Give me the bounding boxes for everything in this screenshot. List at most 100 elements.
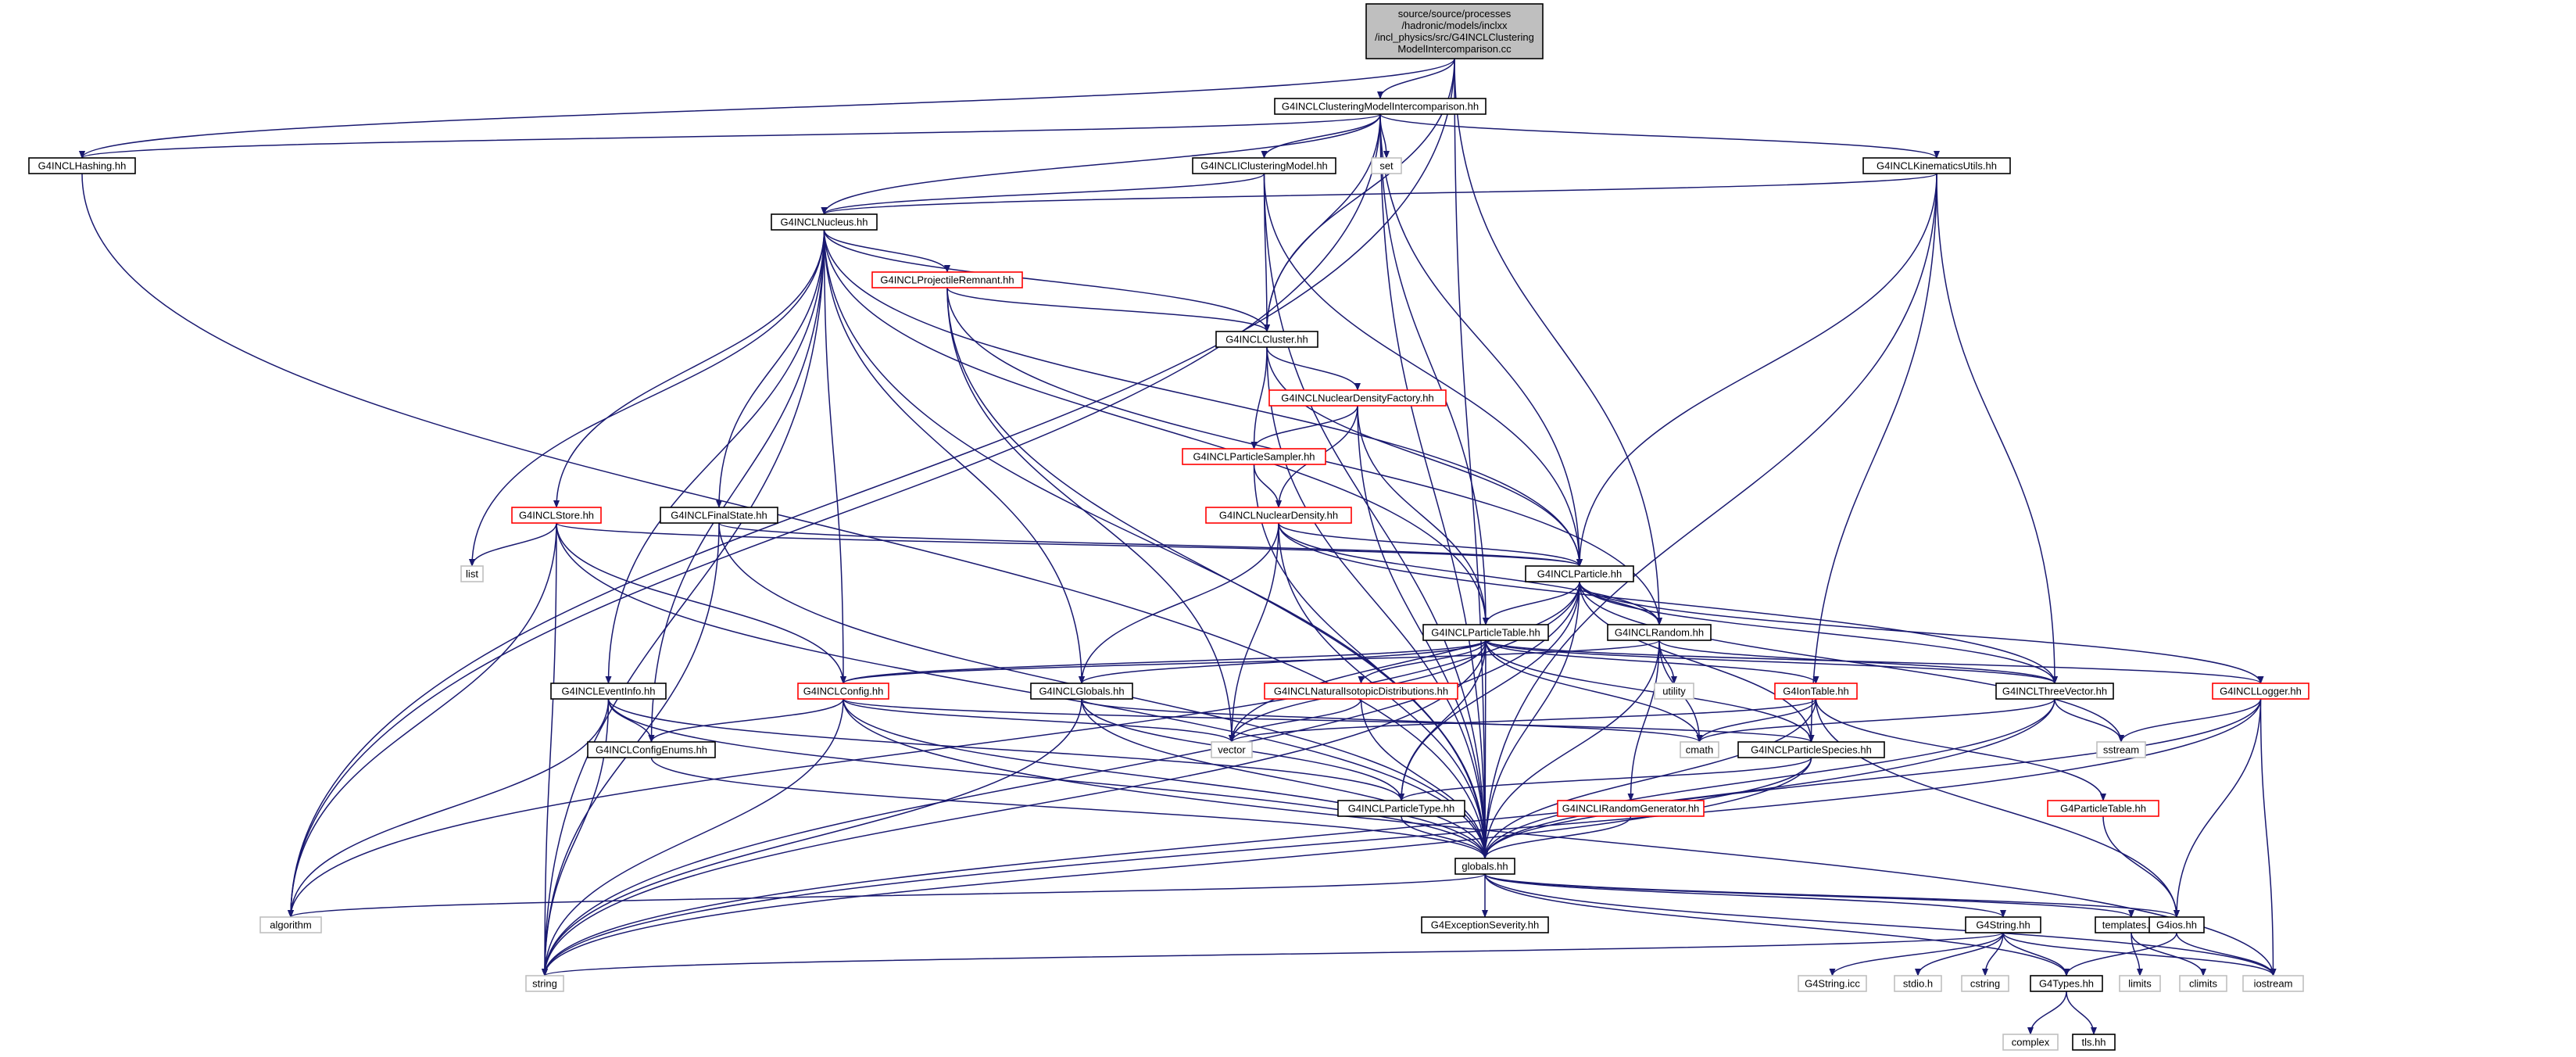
edge-root-to-g4incl_clustering_model_intercomparison — [1377, 58, 1455, 99]
edge-g4incl_globals-to-cmath — [1081, 698, 1703, 743]
node-g4exception_severity[interactable]: G4ExceptionSeverity.hh — [1421, 916, 1549, 933]
node-root[interactable]: source/source/processes/hadronic/models/… — [1365, 3, 1544, 59]
node-g4incl_final_state[interactable]: G4INCLFinalState.hh — [660, 507, 778, 524]
node-box-stdio — [1894, 975, 1942, 992]
node-g4incl_cluster[interactable]: G4INCLCluster.hh — [1215, 331, 1318, 348]
node-label-complex-0: complex — [2012, 1037, 2050, 1048]
node-g4incl_natural_isotopic_distributions[interactable]: G4INCLNaturalIsotopicDistributions.hh — [1264, 683, 1458, 700]
node-g4ios[interactable]: G4ios.hh — [2148, 916, 2205, 933]
edge-g4incl_config-to-g4incl_particle_species — [843, 698, 1815, 743]
edge-g4incl_config-to-string — [542, 698, 844, 976]
edge-g4ios-to-iostream — [2176, 932, 2277, 976]
node-g4particle_table[interactable]: G4ParticleTable.hh — [2047, 800, 2159, 817]
edge-g4incl_event_info-to-algorithm — [288, 698, 610, 918]
node-g4incl_three_vector[interactable]: G4INCLThreeVector.hh — [1995, 683, 2114, 700]
edge-g4incl_clustering_model_intercomparison-to-g4incl_nucleus — [821, 113, 1381, 215]
edge-globals-to-algorithm — [288, 873, 1486, 918]
node-g4types[interactable]: G4Types.hh — [2030, 975, 2103, 992]
node-g4incl_nuclear_density[interactable]: G4INCLNuclearDensity.hh — [1205, 507, 1352, 524]
node-box-g4incl_event_info — [550, 683, 667, 700]
node-string: string — [525, 975, 564, 992]
node-g4incl_hashing[interactable]: G4INCLHashing.hh — [28, 157, 136, 174]
node-box-g4ios — [2148, 916, 2205, 933]
edge-g4incl_three_vector-to-globals — [1482, 698, 2055, 859]
node-limits: limits — [2119, 975, 2161, 992]
node-label-g4incl_particle_type-0: G4INCLParticleType.hh — [1348, 803, 1455, 815]
node-label-g4incl_nuclear_density-0: G4INCLNuclearDensity.hh — [1219, 510, 1338, 521]
edge-g4incl_particle_table-to-g4incl_three_vector — [1485, 640, 2058, 684]
node-algorithm: algorithm — [259, 916, 322, 933]
node-g4string[interactable]: G4String.hh — [1965, 916, 2041, 933]
node-g4incl_irandom_generator[interactable]: G4INCLIRandomGenerator.hh — [1557, 800, 1705, 817]
node-globals[interactable]: globals.hh — [1454, 858, 1515, 875]
edge-root-to-g4incl_hashing — [79, 58, 1455, 159]
edge-g4incl_config-to-vector — [843, 698, 1235, 743]
node-box-g4incl_particle_type — [1337, 800, 1465, 817]
edge-g4incl_kinematics_utils-to-g4incl_particle_species — [1808, 173, 1937, 743]
edge-g4incl_nuclear_density_factory-to-g4incl_particle_sampler — [1250, 405, 1358, 450]
edge-g4incl_particle-to-string — [542, 581, 1580, 976]
node-g4incl_store[interactable]: G4INCLStore.hh — [511, 507, 602, 524]
node-label-g4incl_logger-0: G4INCLLogger.hh — [2220, 686, 2302, 697]
node-label-g4incl_irandom_generator-0: G4INCLIRandomGenerator.hh — [1562, 803, 1700, 815]
edge-g4incl_natural_isotopic_distributions-to-vector — [1229, 698, 1362, 743]
node-g4incl_kinematics_utils[interactable]: G4INCLKinematicsUtils.hh — [1862, 157, 2011, 174]
node-g4incl_random[interactable]: G4INCLRandom.hh — [1607, 624, 1712, 641]
node-g4incl_projectile_remnant[interactable]: G4INCLProjectileRemnant.hh — [871, 271, 1023, 288]
node-box-g4exception_severity — [1421, 916, 1549, 933]
edge-g4types-to-tls — [2066, 991, 2097, 1035]
node-label-stdio-0: stdio.h — [1903, 978, 1933, 990]
edge-g4incl_particle-to-g4incl_particle_species — [1579, 581, 1815, 743]
node-g4ion_table[interactable]: G4IonTable.hh — [1774, 683, 1858, 700]
edge-g4incl_particle_sampler-to-globals — [1253, 464, 1488, 859]
node-g4incl_event_info[interactable]: G4INCLEventInfo.hh — [550, 683, 667, 700]
edge-g4incl_nuclear_density_factory-to-g4incl_particle_table — [1357, 405, 1489, 625]
edge-g4incl_store-to-list — [469, 522, 557, 567]
edge-g4incl_nucleus-to-g4incl_projectile_remnant — [823, 229, 950, 273]
edge-g4incl_nucleus-to-g4incl_store — [553, 229, 825, 508]
node-box-g4particle_table — [2047, 800, 2159, 817]
node-layer: source/source/processes/hadronic/models/… — [28, 3, 2309, 1051]
node-label-g4incl_final_state-0: G4INCLFinalState.hh — [671, 510, 767, 521]
edge-g4string-to-string — [542, 932, 2004, 976]
edge-g4incl_projectile_remnant-to-g4incl_cluster — [946, 287, 1270, 332]
node-label-climits-0: climits — [2189, 978, 2218, 990]
node-label-cstring-0: cstring — [1970, 978, 2000, 990]
node-g4incl_config[interactable]: G4INCLConfig.hh — [797, 683, 889, 700]
node-g4incl_iclustering_model[interactable]: G4INCLIClusteringModel.hh — [1192, 157, 1336, 174]
node-box-limits — [2119, 975, 2161, 992]
node-label-g4incl_nuclear_density_factory-0: G4INCLNuclearDensityFactory.hh — [1281, 392, 1434, 404]
node-tls[interactable]: tls.hh — [2072, 1034, 2116, 1051]
node-g4incl_nucleus[interactable]: G4INCLNucleus.hh — [771, 213, 878, 231]
node-box-g4incl_clustering_model_intercomparison — [1274, 98, 1487, 115]
node-box-sstream — [2096, 741, 2146, 758]
edge-g4incl_nuclear_density_factory-to-globals — [1357, 405, 1488, 859]
node-g4incl_particle_table[interactable]: G4INCLParticleTable.hh — [1422, 624, 1549, 641]
edge-g4incl_nucleus-to-g4incl_cluster — [823, 229, 1270, 332]
edge-g4incl_particle_species-to-g4incl_particle_type — [1398, 757, 1812, 801]
node-label-string-0: string — [532, 978, 557, 990]
edge-g4incl_logger-to-globals — [1482, 698, 2262, 859]
node-g4incl_logger[interactable]: G4INCLLogger.hh — [2212, 683, 2309, 700]
node-label-root-0: source/source/processes — [1398, 8, 1512, 20]
node-label-g4incl_event_info-0: G4INCLEventInfo.hh — [562, 686, 656, 697]
edge-g4incl_kinematics_utils-to-g4incl_three_vector — [1936, 173, 2058, 684]
node-g4incl_globals[interactable]: G4INCLGlobals.hh — [1030, 683, 1133, 700]
node-g4incl_particle_type[interactable]: G4INCLParticleType.hh — [1337, 800, 1465, 817]
node-box-g4incl_iclustering_model — [1192, 157, 1336, 174]
edge-g4incl_kinematics_utils-to-g4incl_nucleus — [821, 173, 1937, 215]
edge-g4string-to-stdio — [1915, 932, 2004, 976]
node-g4incl_particle_species[interactable]: G4INCLParticleSpecies.hh — [1737, 741, 1885, 758]
node-g4incl_clustering_model_intercomparison[interactable]: G4INCLClusteringModelIntercomparison.hh — [1274, 98, 1487, 115]
edge-g4incl_cluster-to-g4incl_particle — [1266, 346, 1583, 567]
node-label-g4ios-0: G4ios.hh — [2156, 919, 2197, 931]
node-g4incl_particle_sampler[interactable]: G4INCLParticleSampler.hh — [1182, 448, 1326, 465]
node-g4incl_particle[interactable]: G4INCLParticle.hh — [1525, 565, 1634, 582]
node-g4incl_nuclear_density_factory[interactable]: G4INCLNuclearDensityFactory.hh — [1268, 389, 1447, 407]
node-box-g4types — [2030, 975, 2103, 992]
edge-globals-to-g4ios — [1484, 873, 2180, 918]
node-g4incl_config_enums[interactable]: G4INCLConfigEnums.hh — [587, 741, 716, 758]
edge-g4incl_particle_sampler-to-g4incl_nuclear_density — [1253, 464, 1282, 508]
node-label-g4incl_config_enums-0: G4INCLConfigEnums.hh — [596, 744, 707, 756]
